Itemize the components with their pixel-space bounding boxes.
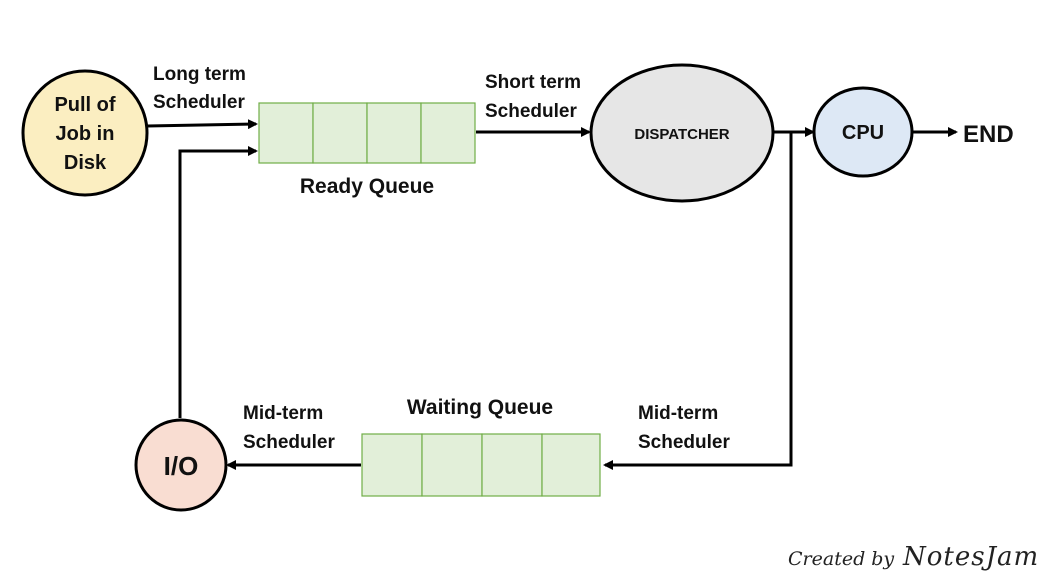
credit-signature: Created by NotesJam [788, 542, 1039, 572]
mid-term-scheduler-label-left: Mid-term Scheduler [243, 403, 335, 453]
ready-queue-cell [258, 102, 314, 164]
mid-term-left-line-2: Scheduler [243, 432, 335, 453]
io-label: I/O [164, 451, 199, 481]
arrow-io-to-ready-queue [178, 146, 258, 418]
waiting-queue-cell [421, 433, 483, 497]
cpu-label: CPU [842, 122, 884, 144]
job-pool-line-2: Job in [56, 123, 115, 145]
short-term-line-2: Scheduler [485, 101, 577, 122]
ready-queue-cell [420, 102, 476, 164]
waiting-queue-cell [541, 433, 601, 497]
dispatcher-node: DISPATCHER [589, 63, 775, 203]
job-pool-line-1: Pull of [54, 94, 115, 116]
waiting-queue-title: Waiting Queue [407, 396, 553, 419]
arrow-pool-to-ready-queue [146, 119, 258, 130]
cpu-node: CPU [812, 86, 914, 178]
long-term-line-2: Scheduler [153, 92, 245, 113]
ready-queue: Ready Queue [258, 102, 476, 198]
waiting-queue-cell [361, 433, 423, 497]
mid-term-right-line-2: Scheduler [638, 432, 730, 453]
ready-queue-title: Ready Queue [300, 175, 434, 198]
end-label: END [963, 121, 1014, 148]
short-term-line-1: Short term [485, 72, 581, 93]
mid-term-scheduler-label-right: Mid-term Scheduler [638, 403, 730, 453]
credit-prefix: Created by [788, 548, 894, 570]
long-term-line-1: Long term [153, 64, 246, 85]
credit-name: NotesJam [902, 542, 1039, 572]
ready-queue-cell [312, 102, 368, 164]
waiting-queue-cell [481, 433, 543, 497]
waiting-queue: Waiting Queue [361, 396, 601, 497]
ready-queue-cell [366, 102, 422, 164]
mid-term-right-line-1: Mid-term [638, 403, 718, 424]
io-node: I/O [134, 418, 228, 512]
mid-term-left-line-1: Mid-term [243, 403, 323, 424]
job-pool-line-3: Disk [64, 152, 107, 174]
job-pool-node: Pull of Job in Disk [21, 69, 149, 197]
arrow-cpu-to-waiting-queue [603, 132, 793, 470]
dispatcher-label: DISPATCHER [634, 126, 729, 143]
long-term-scheduler-label: Long term Scheduler [153, 64, 246, 113]
short-term-scheduler-label: Short term Scheduler [485, 72, 581, 122]
